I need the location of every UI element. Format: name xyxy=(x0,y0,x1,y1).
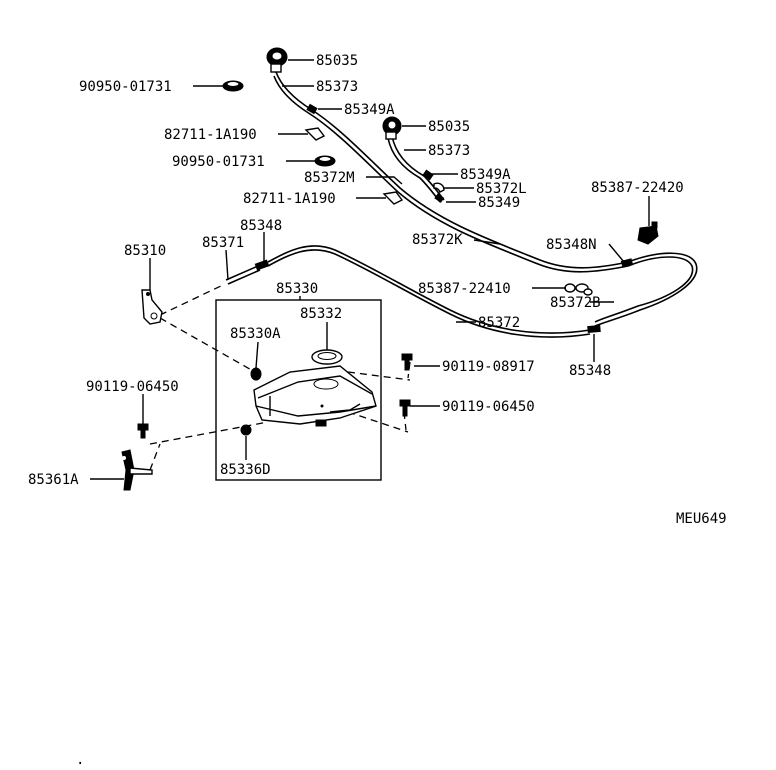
part-labels: 85035 85373 90950-01731 85349A 82711-1A1… xyxy=(28,53,727,768)
label-85336D: 85336D xyxy=(220,462,271,478)
connector-85348-left xyxy=(254,259,270,271)
grommet-85336D xyxy=(240,424,252,436)
label-85348-lower: 85348 xyxy=(569,363,611,379)
label-85349: 85349 xyxy=(478,195,520,211)
washer-tank-85330 xyxy=(253,365,377,427)
label-85372L: 85372L xyxy=(476,181,527,197)
nozzle-85035-lower xyxy=(382,116,402,140)
label-85035-lower: 85035 xyxy=(428,119,470,135)
label-85330: 85330 xyxy=(276,281,318,297)
footnote-dot: . xyxy=(76,752,84,768)
label-90119-06450-left: 90119-06450 xyxy=(86,379,179,395)
label-85310: 85310 xyxy=(124,243,166,259)
connector-85372L xyxy=(433,182,445,193)
label-90119-06450-right: 90119-06450 xyxy=(442,399,535,415)
label-82711-lower: 82711-1A190 xyxy=(243,191,336,207)
connector-85349A-lower xyxy=(422,169,434,181)
label-85371: 85371 xyxy=(202,235,244,251)
nozzle-85035-upper xyxy=(266,47,288,73)
label-85372M: 85372M xyxy=(304,170,355,186)
label-85373-upper: 85373 xyxy=(316,79,358,95)
joint-85387-22410 xyxy=(564,283,593,296)
label-85387-22420: 85387-22420 xyxy=(591,180,684,196)
label-85372B: 85372B xyxy=(550,295,601,311)
label-85349A-lower: 85349A xyxy=(460,167,511,183)
grommet-90950-lower xyxy=(314,155,336,167)
label-85330A: 85330A xyxy=(230,326,281,342)
connector-85348N xyxy=(620,258,634,268)
tank-assembly-box xyxy=(215,299,382,481)
label-90950-lower: 90950-01731 xyxy=(172,154,265,170)
label-85332: 85332 xyxy=(300,306,342,322)
label-85349A-upper: 85349A xyxy=(344,102,395,118)
bolt-90119-06450-right xyxy=(399,399,411,417)
check-valve-85387-22420 xyxy=(637,221,659,245)
clip-82711-upper xyxy=(304,127,326,141)
label-85372K: 85372K xyxy=(412,232,463,248)
diagram-code: MEU649 xyxy=(676,511,727,527)
grommet-90950-upper xyxy=(222,80,244,92)
bolt-90119-06450-left xyxy=(137,423,149,439)
label-85387-22410: 85387-22410 xyxy=(418,281,511,297)
bracket-85310 xyxy=(141,289,163,325)
label-85373-lower: 85373 xyxy=(428,143,470,159)
label-90119-08917: 90119-08917 xyxy=(442,359,535,375)
grommet-85330A xyxy=(250,367,262,381)
label-85361A: 85361A xyxy=(28,472,79,488)
label-85348N: 85348N xyxy=(546,237,597,253)
connector-85349A-upper xyxy=(306,103,318,115)
label-85372: 85372 xyxy=(478,315,520,331)
hose-lines xyxy=(225,71,698,338)
bracket-85361A xyxy=(121,449,153,491)
label-82711-upper: 82711-1A190 xyxy=(164,127,257,143)
label-85035-upper: 85035 xyxy=(316,53,358,69)
cap-85332 xyxy=(311,349,343,365)
bolt-90119-08917 xyxy=(401,353,413,371)
connector-85349 xyxy=(434,193,445,203)
label-90950-upper: 90950-01731 xyxy=(79,79,172,95)
leader-lines xyxy=(90,59,650,480)
clip-82711-lower xyxy=(382,191,404,205)
label-85348-upper: 85348 xyxy=(240,218,282,234)
connector-85348-right xyxy=(587,324,601,334)
